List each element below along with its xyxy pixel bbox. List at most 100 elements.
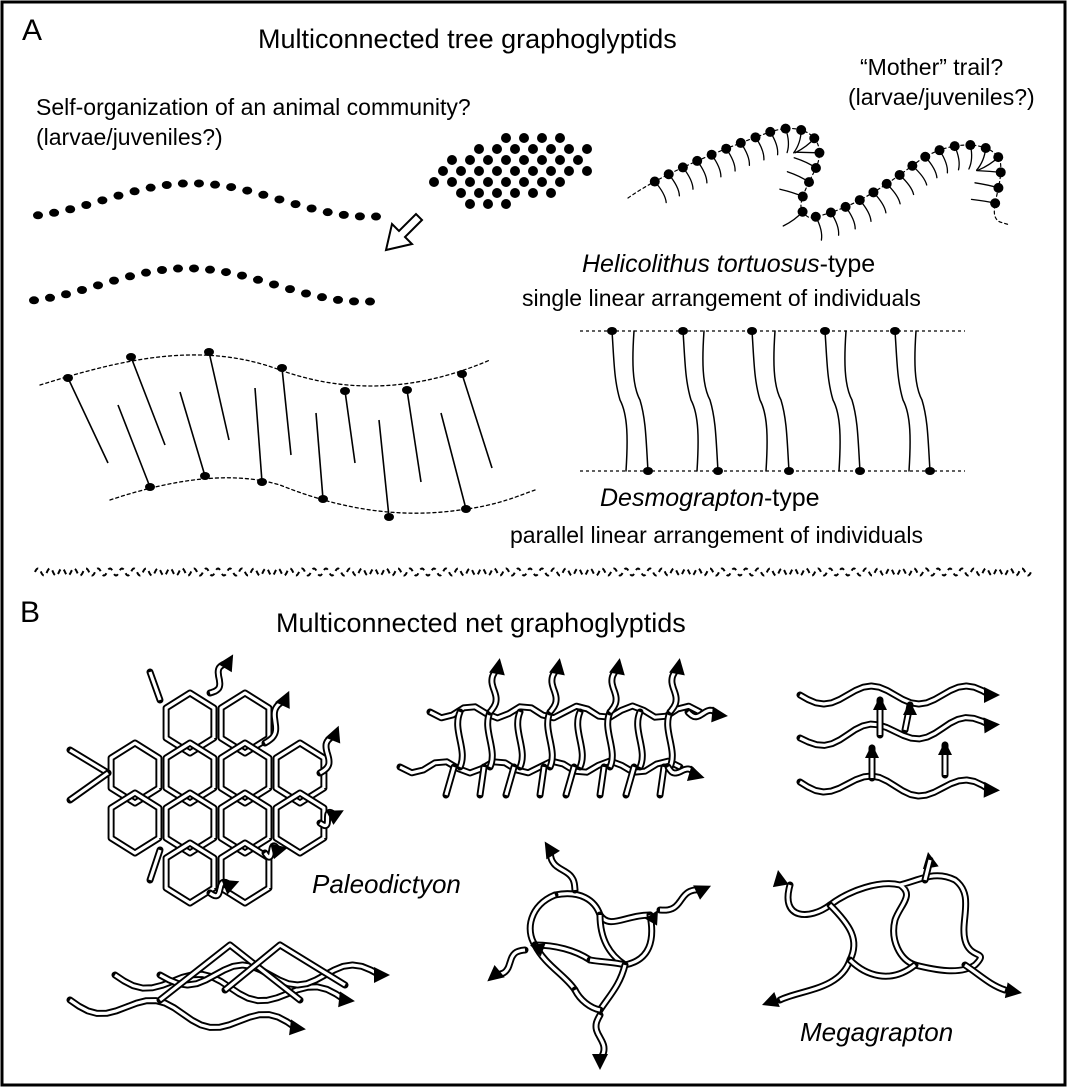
small-net-edge-outline bbox=[621, 911, 656, 969]
individual-dot bbox=[993, 182, 1004, 193]
small-net-edge-outline bbox=[571, 986, 604, 1014]
band-node bbox=[340, 387, 350, 395]
cluster-dot bbox=[474, 166, 484, 176]
trail-dot bbox=[221, 268, 231, 277]
cluster-dot bbox=[510, 188, 520, 198]
cross-wave-arrowhead bbox=[374, 967, 390, 983]
upper-stalk bbox=[281, 367, 292, 456]
desmo-node bbox=[713, 467, 723, 475]
band-lower-edge bbox=[109, 477, 536, 514]
mega-branch-inner bbox=[848, 958, 916, 978]
trail-dot bbox=[349, 297, 359, 306]
cluster-dot bbox=[537, 155, 547, 165]
desmo-node bbox=[784, 467, 794, 475]
cluster-dot bbox=[582, 166, 592, 176]
small-net-edge-inner bbox=[573, 989, 601, 1012]
trail-dot bbox=[161, 180, 172, 189]
row-exit-right-arrowhead bbox=[686, 765, 705, 781]
cluster-dot bbox=[438, 166, 448, 176]
megagrapton-label: Megagrapton bbox=[800, 1017, 954, 1047]
row-connector-inner bbox=[606, 711, 614, 768]
cluster-dot bbox=[474, 188, 484, 198]
mega-stub-inner bbox=[923, 859, 932, 881]
helicolithus-name: Helicolithus tortuosus bbox=[582, 250, 820, 278]
panel-a-title: Multiconnected tree graphoglyptids bbox=[258, 24, 677, 54]
row-connector-inner bbox=[666, 711, 674, 768]
individual-dot bbox=[995, 167, 1006, 178]
cluster-dot bbox=[483, 155, 493, 165]
trail-dot bbox=[253, 275, 263, 284]
small-net-exit-arrowhead bbox=[693, 885, 712, 900]
trail-dot bbox=[322, 208, 333, 217]
row-exit-up-arrowhead bbox=[489, 658, 505, 676]
trail-dot bbox=[258, 190, 269, 199]
band-node bbox=[257, 478, 267, 486]
panel-a-drawings bbox=[29, 123, 1011, 521]
hex-cell-inner bbox=[164, 741, 216, 805]
individual-dot bbox=[649, 176, 660, 187]
cross-zig-outline bbox=[156, 941, 304, 1004]
cluster-dot bbox=[537, 133, 547, 143]
row-stub-down-inner bbox=[478, 766, 486, 796]
hex-cell-inner bbox=[219, 741, 271, 805]
mega-arrowhead bbox=[762, 992, 780, 1008]
cluster-dot bbox=[546, 166, 556, 176]
row-connector-inner bbox=[576, 711, 584, 768]
upper-stalk bbox=[208, 351, 230, 441]
desmograpton-suffix: -type bbox=[763, 484, 820, 512]
desmograpton-label: Desmograpton-type bbox=[600, 484, 820, 513]
cluster-dot bbox=[465, 155, 475, 165]
trail-dot bbox=[49, 208, 60, 217]
row-connector-inner bbox=[486, 711, 494, 768]
band-upper-edge bbox=[39, 354, 491, 387]
self-organization-sublabel: (larvae/juveniles?) bbox=[36, 124, 223, 150]
cluster-dot bbox=[573, 155, 583, 165]
desmo-stalk bbox=[611, 330, 628, 472]
lower-stalk bbox=[315, 412, 324, 500]
cluster-dot bbox=[564, 144, 574, 154]
band-node bbox=[126, 353, 136, 361]
mother-trail-label: “Mother” trail? bbox=[860, 54, 1004, 80]
ladder-wave-inner bbox=[799, 716, 991, 747]
cluster-dot bbox=[501, 133, 511, 143]
row-exit-up-inner bbox=[608, 666, 620, 714]
animal-community-dot-cluster bbox=[429, 133, 592, 209]
small-net-exit-arrowhead bbox=[544, 841, 560, 860]
trail-dot bbox=[125, 272, 135, 281]
cluster-dot bbox=[519, 133, 529, 143]
lower-stalk bbox=[179, 391, 206, 477]
trail-dot bbox=[93, 281, 103, 290]
desmo-node bbox=[925, 467, 935, 475]
upper-stalk bbox=[67, 377, 109, 464]
hex-exit-arrowhead bbox=[221, 879, 240, 895]
tree-graphoglyptid-band bbox=[39, 348, 536, 521]
hex-stub-inner bbox=[69, 748, 109, 775]
hex-cell-inner bbox=[219, 791, 271, 855]
cluster-dot bbox=[447, 177, 457, 187]
hex-cell-inner bbox=[164, 841, 216, 905]
trail-dot bbox=[45, 293, 55, 302]
desmo-node bbox=[820, 327, 830, 335]
individual-dot bbox=[780, 123, 791, 134]
trail-dot bbox=[365, 297, 375, 306]
cluster-dot bbox=[564, 166, 574, 176]
trail-dot bbox=[189, 264, 199, 273]
row-exit-up-inner bbox=[668, 666, 680, 714]
cluster-dot bbox=[456, 188, 466, 198]
band-node bbox=[63, 374, 73, 382]
desmo-stalk bbox=[702, 330, 719, 472]
hex-cell-inner bbox=[109, 791, 161, 855]
lower-stalk bbox=[117, 404, 151, 488]
hex-exit-arrowhead bbox=[325, 725, 341, 744]
panel-b-drawings bbox=[66, 654, 1022, 1070]
hollow-arrow-icon bbox=[384, 212, 424, 252]
hex-cell-inner bbox=[219, 691, 271, 755]
individual-dot bbox=[907, 160, 918, 171]
band-node bbox=[384, 513, 394, 521]
individual-dot bbox=[765, 126, 776, 137]
cluster-dot bbox=[528, 188, 538, 198]
irregular-small-net bbox=[487, 841, 712, 1070]
trail-dot bbox=[306, 204, 317, 213]
